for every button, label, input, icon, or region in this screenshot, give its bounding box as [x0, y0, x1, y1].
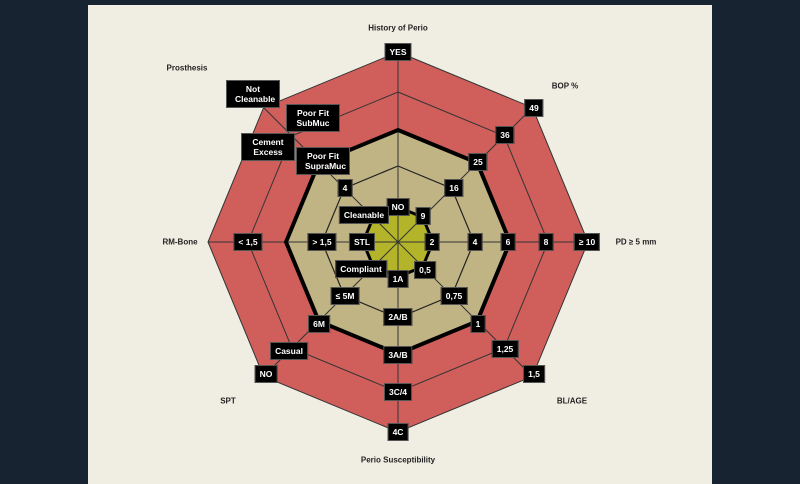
spt-label: ≤ 5M — [330, 287, 360, 305]
pd-label: 6 — [500, 233, 516, 251]
bl-age-label: 1,5 — [523, 365, 545, 383]
bop-label: 25 — [468, 153, 488, 171]
prosthesis-label: Poor Fit SupraMuc — [296, 147, 350, 175]
axis-title-pd: PD ≥ 5 mm — [615, 237, 657, 247]
spt-label: NO — [254, 365, 278, 383]
bl-age-label: 1 — [470, 315, 486, 333]
rm-bone-label: > 1,5 — [307, 233, 337, 251]
rm-bone-label: < 1,5 — [233, 233, 263, 251]
susceptibility-label: 2A/B — [383, 308, 413, 326]
prosthesis-label: Cleanable — [338, 206, 390, 224]
spt-label: Compliant — [335, 260, 387, 278]
axis-title-prosthesis: Prosthesis — [166, 63, 208, 73]
rm-bone-label: STL — [348, 233, 376, 251]
axis-title-spt: SPT — [220, 396, 236, 406]
susceptibility-label: 3C/4 — [384, 383, 412, 401]
bop-label: 9 — [415, 207, 431, 225]
bl-age-label: 0,5 — [414, 261, 436, 279]
pd-label: 8 — [538, 233, 554, 251]
bl-age-label: 1,25 — [491, 340, 519, 358]
spt-label: Casual — [270, 342, 308, 360]
bop-label: 36 — [495, 126, 515, 144]
prosthesis-label: Not Cleanable — [226, 80, 280, 108]
spt-label: 6M — [308, 315, 330, 333]
prosthesis-label: 4 — [337, 179, 353, 197]
susceptibility-label: 3A/B — [383, 346, 413, 364]
pd-label: ≥ 10 — [573, 233, 601, 251]
pd-label: 2 — [424, 233, 440, 251]
bop-label: 16 — [444, 179, 464, 197]
prosthesis-label: Poor Fit SubMuc — [286, 104, 340, 132]
axis-title-bl-age: BL/AGE — [556, 396, 588, 406]
history-label-no: NO — [386, 198, 410, 216]
axis-title-rm-bone: RM-Bone — [162, 237, 198, 247]
susceptibility-label: 1A — [387, 270, 409, 288]
history-label-yes: YES — [384, 43, 412, 61]
bop-label: 49 — [524, 99, 544, 117]
prosthesis-label: Cement Excess — [241, 133, 295, 161]
axis-title-perio-susceptibility: Perio Susceptibility — [360, 455, 436, 465]
bl-age-label: 0,75 — [440, 287, 468, 305]
susceptibility-label: 4C — [387, 423, 409, 441]
axis-title-history-of-perio: History of Perio — [368, 23, 428, 33]
axis-title-bop: BOP % — [551, 81, 579, 91]
pd-label: 4 — [467, 233, 483, 251]
